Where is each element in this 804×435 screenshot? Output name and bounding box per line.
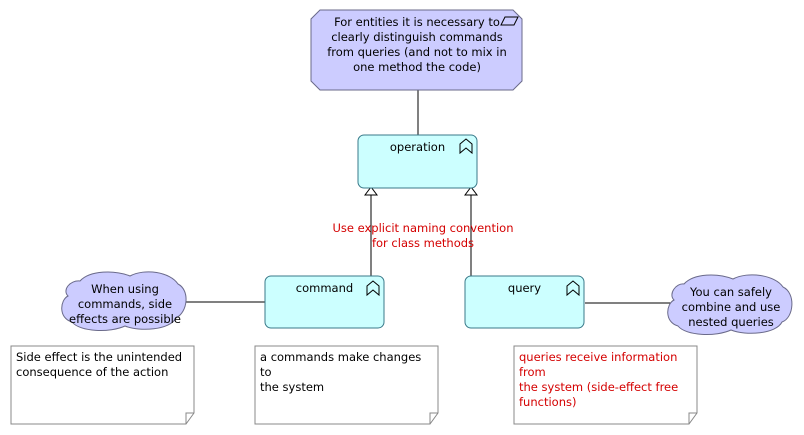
- function-chevron-icon: [366, 280, 380, 297]
- query-specialization-arrowhead: [464, 186, 478, 196]
- right-cloud-line: You can safely: [690, 285, 772, 299]
- note-commands[interactable]: [254, 345, 439, 425]
- principle-box[interactable]: [310, 9, 523, 91]
- note-line: Side effect is the unintended: [16, 350, 183, 364]
- parallelogram-icon: [500, 16, 519, 26]
- left-cloud-line: effects are possible: [69, 312, 181, 326]
- left-cloud-line: commands, side: [77, 297, 173, 311]
- query-label: query: [507, 281, 542, 295]
- principle-line: For entities it is necessary to: [334, 15, 500, 29]
- right-cloud-text: You can safely combine and use nested qu…: [668, 285, 794, 330]
- constraint-label: Use explicit naming convention for class…: [323, 221, 523, 251]
- constraint-line: for class methods: [371, 236, 475, 250]
- operation-box[interactable]: [357, 134, 478, 189]
- principle-line: one method the code): [353, 60, 481, 74]
- note-line: functions): [519, 395, 577, 409]
- command-label: command: [295, 281, 354, 295]
- note-line: consequence of the action: [16, 365, 169, 379]
- note-queries-text: queries receive information from the sys…: [519, 350, 695, 410]
- note-queries[interactable]: [513, 345, 698, 425]
- command-box[interactable]: [264, 275, 385, 329]
- principle-line: from queries (and not to mix in: [327, 45, 507, 59]
- constraint-line: Use explicit naming convention: [332, 221, 514, 235]
- note-side-effect[interactable]: [10, 345, 195, 425]
- right-cloud-line: combine and use: [681, 300, 781, 314]
- operation-label: operation: [389, 140, 446, 154]
- left-cloud[interactable]: [61, 271, 187, 331]
- note-line: queries receive information from: [519, 350, 678, 379]
- left-cloud-text: When using commands, side effects are po…: [62, 282, 188, 327]
- note-line: the system (side-effect free: [519, 380, 679, 394]
- note-commands-text: a commands make changes to the system: [260, 350, 436, 395]
- function-chevron-icon: [566, 280, 580, 297]
- function-chevron-icon: [459, 138, 473, 155]
- right-cloud[interactable]: [667, 274, 793, 335]
- principle-line: clearly distinguish commands: [331, 30, 503, 44]
- command-specialization-arrowhead: [364, 186, 378, 196]
- note-side-effect-text: Side effect is the unintended consequenc…: [16, 350, 192, 380]
- note-line: the system: [260, 380, 325, 394]
- left-cloud-line: When using: [91, 282, 159, 296]
- query-box[interactable]: [464, 275, 585, 329]
- note-line: a commands make changes to: [260, 350, 422, 379]
- right-cloud-line: nested queries: [688, 315, 774, 329]
- principle-text: For entities it is necessary to clearly …: [321, 15, 513, 75]
